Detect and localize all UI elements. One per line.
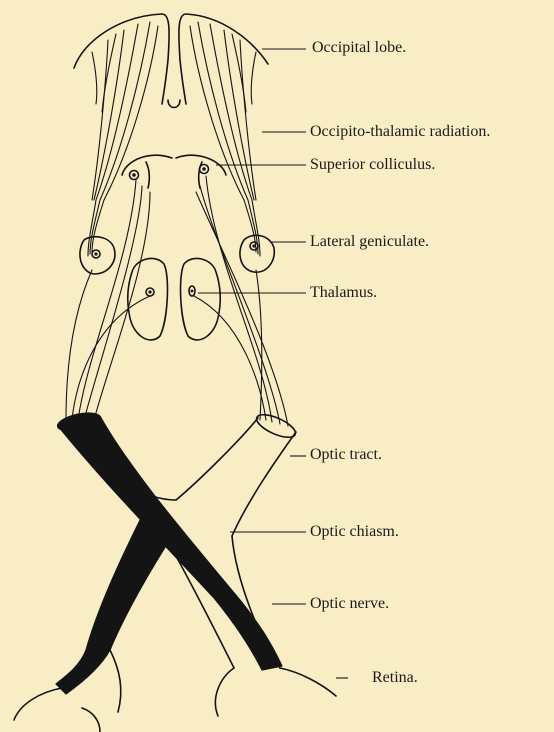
right-retina xyxy=(215,668,336,716)
label-thalamus: Thalamus. xyxy=(310,285,377,301)
occipital-lobes xyxy=(74,14,268,108)
left-optic-pathway xyxy=(14,410,282,732)
label-optic-chiasm: Optic chiasm. xyxy=(310,524,399,540)
label-optic-nerve: Optic nerve. xyxy=(310,596,389,612)
left-thalamus xyxy=(128,258,168,340)
label-occipito-thalamic-radiation: Occipito-thalamic radiation. xyxy=(310,124,490,140)
left-lateral-geniculate xyxy=(80,237,115,274)
left-occipital-lobe xyxy=(74,14,169,104)
superior-colliculi xyxy=(122,155,226,188)
label-superior-colliculus: Superior colliculus. xyxy=(310,157,435,173)
lateral-geniculates xyxy=(80,235,274,274)
thalami xyxy=(128,258,220,340)
label-occipital-lobe: Occipital lobe. xyxy=(312,40,406,56)
right-radiation-fibers xyxy=(190,22,260,256)
label-retina: Retina. xyxy=(372,670,418,686)
label-lateral-geniculate: Lateral geniculate. xyxy=(310,234,429,250)
longitudinal-fissure xyxy=(168,100,180,108)
label-optic-tract: Optic tract. xyxy=(310,447,382,463)
